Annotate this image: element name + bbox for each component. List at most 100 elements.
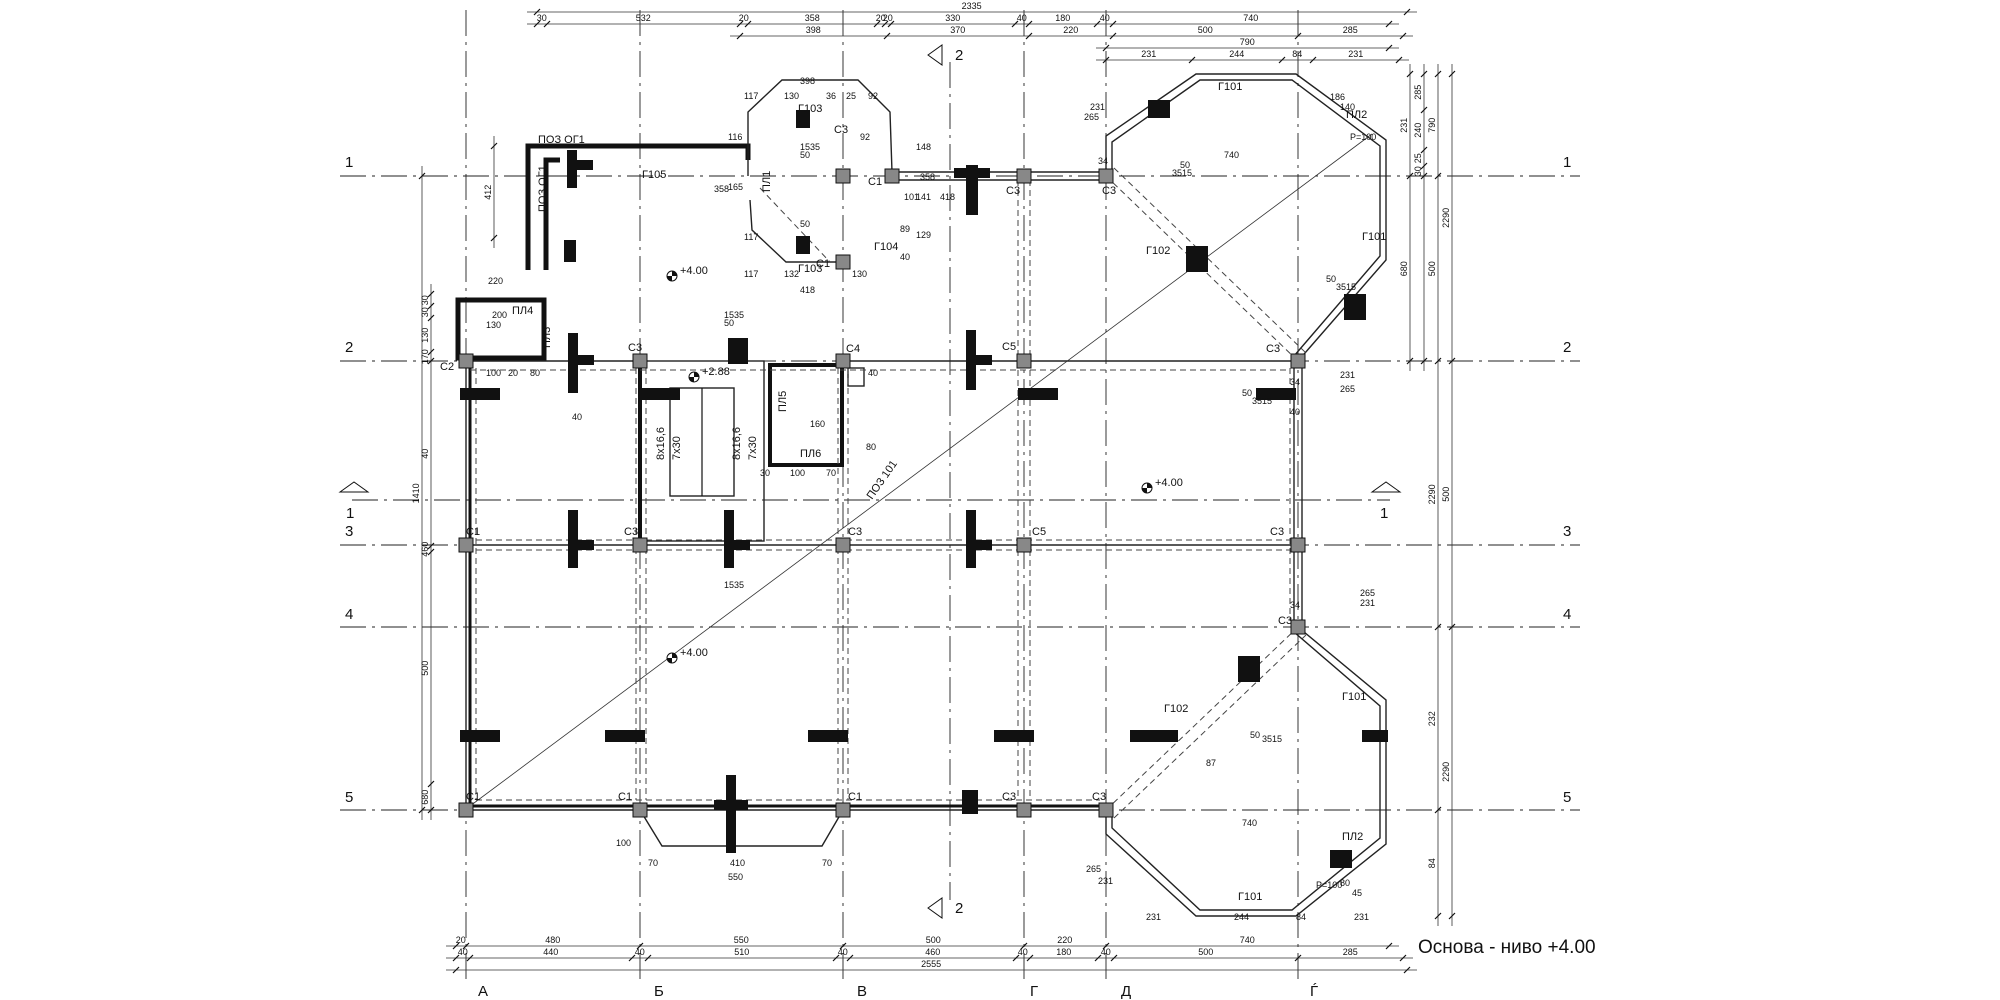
column bbox=[1098, 168, 1114, 184]
dimension-tick bbox=[1026, 954, 1034, 962]
local-dimension-value: 200 bbox=[492, 310, 507, 320]
dimension-tick bbox=[452, 954, 460, 962]
local-dimension-value: 40 bbox=[900, 252, 910, 262]
axis-label-row: 5 bbox=[345, 789, 353, 806]
dimension-tick bbox=[1385, 44, 1393, 52]
dimension-value: 740 bbox=[1240, 935, 1255, 945]
wall-pier bbox=[1256, 388, 1296, 400]
element-label: C3 bbox=[1278, 615, 1292, 627]
column bbox=[884, 168, 900, 184]
dimension-value: 2290 bbox=[1441, 762, 1451, 782]
dimension-tick bbox=[1395, 56, 1403, 64]
wall-pier bbox=[1238, 656, 1260, 682]
wall-pier bbox=[966, 540, 992, 550]
axis-label-row: 1 bbox=[1563, 154, 1571, 171]
dimension-value: 460 bbox=[420, 542, 430, 557]
plan-caption: Основа - ниво +4.00 bbox=[1418, 937, 1596, 958]
element-label: C3 bbox=[624, 526, 638, 538]
axis-label-col: Ѓ bbox=[1310, 983, 1318, 1000]
element-label: ПЛ4 bbox=[512, 305, 533, 317]
local-dimension-value: 160 bbox=[810, 419, 825, 429]
dimension-tick bbox=[418, 806, 426, 814]
dimension-value: 25 bbox=[1413, 153, 1423, 163]
local-dimension-value: 34 bbox=[1098, 156, 1108, 166]
wall-pier bbox=[605, 730, 645, 742]
local-dimension-value: 265 bbox=[1086, 864, 1101, 874]
dimension-tick bbox=[1102, 942, 1110, 950]
local-dimension-value: 40 bbox=[1290, 407, 1300, 417]
local-dimension-value: 50 bbox=[724, 318, 734, 328]
dimension-value: 790 bbox=[1427, 118, 1437, 133]
axis-label-col: Б bbox=[654, 983, 664, 1000]
dimension-value: 2290 bbox=[1427, 484, 1437, 504]
local-dimension-value: 34 bbox=[1290, 600, 1300, 610]
element-label: C3 bbox=[1266, 343, 1280, 355]
element-label: Г104 bbox=[874, 241, 898, 253]
local-dimension-value: 117 bbox=[744, 269, 758, 279]
element-label: Г103 bbox=[798, 263, 822, 275]
local-dimension-value: 36 bbox=[826, 91, 836, 101]
axis-label-col: Г bbox=[1030, 983, 1038, 1000]
level-marker-value: +4.00 bbox=[1155, 477, 1183, 489]
dimension-value: 40 bbox=[635, 947, 645, 957]
local-dimension-value: 231 bbox=[1360, 598, 1375, 608]
element-label: ПЛ5 bbox=[777, 391, 789, 412]
dimension-value: 370 bbox=[950, 25, 965, 35]
wall-pier bbox=[564, 240, 576, 262]
dimension-tick bbox=[1403, 8, 1411, 16]
dimension-value: 232 bbox=[1427, 711, 1437, 726]
local-dimension-value: 231 bbox=[1340, 370, 1355, 380]
level-marker-fill bbox=[1142, 483, 1152, 493]
dimension-tick bbox=[452, 966, 460, 974]
axis-label-row: 4 bbox=[1563, 606, 1571, 623]
element-label: Г105 bbox=[642, 169, 666, 181]
dimension-tick bbox=[832, 954, 840, 962]
local-dimension-value: 3515 bbox=[1336, 282, 1356, 292]
dimension-tick bbox=[1012, 954, 1020, 962]
dimension-tick bbox=[1434, 623, 1442, 631]
column bbox=[1016, 537, 1032, 553]
dimension-tick bbox=[636, 942, 644, 950]
dimension-tick bbox=[1420, 357, 1428, 365]
local-dimension-value: 132 bbox=[784, 269, 799, 279]
wall-pier bbox=[1344, 294, 1366, 320]
local-dimension-value: 130 bbox=[486, 320, 501, 330]
dimension-value: 2555 bbox=[921, 959, 941, 969]
dimension-value: 500 bbox=[420, 661, 430, 676]
local-dimension-value: 34 bbox=[1290, 377, 1300, 387]
local-dimension-value: 89 bbox=[900, 224, 910, 234]
local-dimension-value: 129 bbox=[916, 230, 931, 240]
dimension-value: 2290 bbox=[1441, 208, 1451, 228]
dimension-tick bbox=[427, 780, 435, 788]
local-dimension-value: 550 bbox=[728, 872, 743, 882]
local-dimension-value: 3515 bbox=[1252, 396, 1272, 406]
section-marker-triangle bbox=[927, 897, 943, 919]
dimension-value: 480 bbox=[545, 935, 560, 945]
dimension-value: 1410 bbox=[411, 483, 421, 503]
column bbox=[1098, 802, 1114, 818]
dimension-value: 500 bbox=[1198, 947, 1213, 957]
wall-pier bbox=[1186, 246, 1208, 272]
dimension-tick bbox=[736, 32, 744, 40]
local-dimension-value: 186 bbox=[1330, 92, 1345, 102]
element-label: Г101 bbox=[1362, 231, 1386, 243]
dimension-value: 412 bbox=[483, 185, 493, 200]
axis-label-row: 3 bbox=[345, 523, 353, 540]
dimension-value: 398 bbox=[806, 25, 821, 35]
dimension-tick bbox=[736, 20, 744, 28]
dimension-tick bbox=[1025, 20, 1033, 28]
local-dimension-value: 70 bbox=[826, 468, 836, 478]
level-marker-value: +2.88 bbox=[702, 366, 730, 378]
local-dimension-value: 25 bbox=[846, 91, 856, 101]
dimension-value: 680 bbox=[1399, 261, 1409, 276]
local-dimension-value: 3515 bbox=[1262, 734, 1282, 744]
dimension-value: 20 bbox=[456, 935, 466, 945]
dimension-value: 30 bbox=[420, 307, 430, 317]
dimension-value: 532 bbox=[636, 13, 651, 23]
local-dimension-value: 50 bbox=[1242, 388, 1252, 398]
local-dimension-value: 740 bbox=[1242, 818, 1257, 828]
dimension-value: 40 bbox=[1100, 13, 1110, 23]
element-label: C2 bbox=[440, 361, 454, 373]
